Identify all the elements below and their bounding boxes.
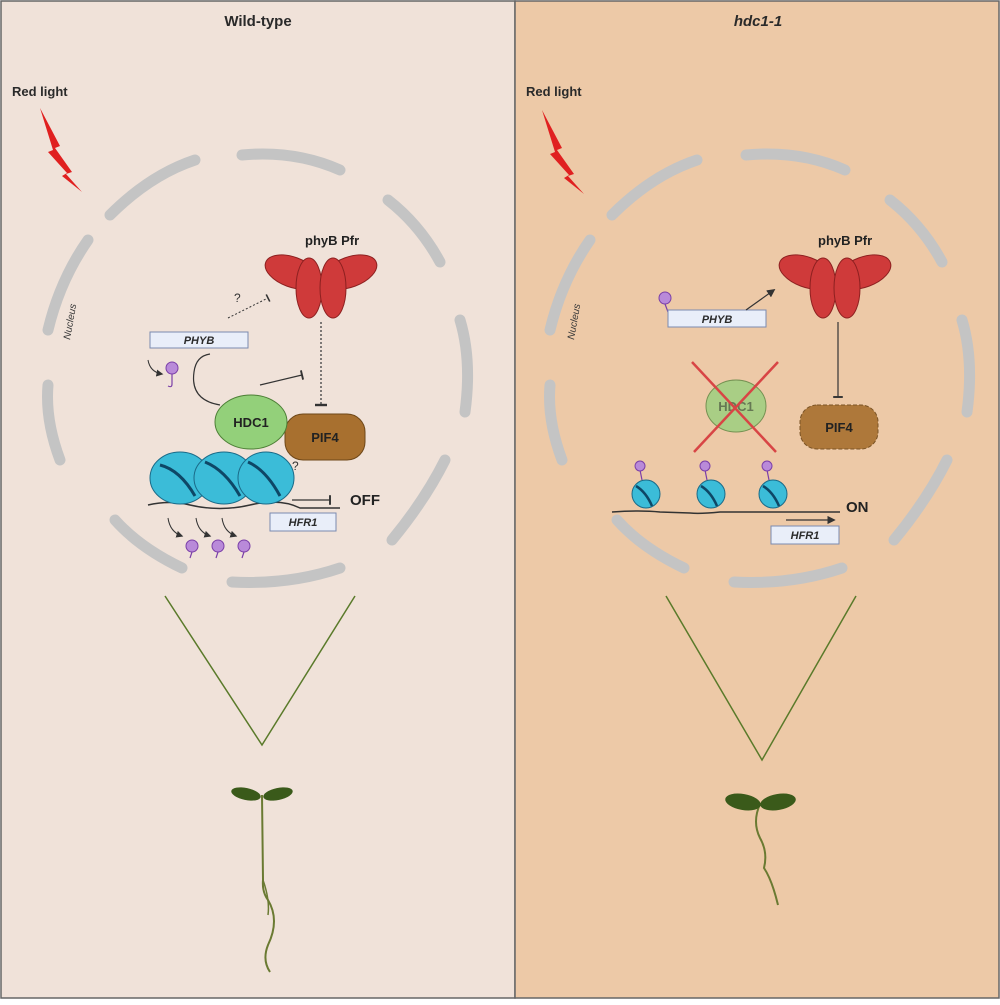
deacetylation-arrow-1	[147, 359, 164, 377]
seedling-icon	[231, 787, 293, 973]
pif4-label-mutant: PIF4	[825, 420, 853, 435]
acetyl-group-icon	[165, 361, 179, 388]
lightning-icon-mutant	[542, 110, 584, 194]
phyb-regulation-arrow	[227, 294, 271, 319]
zoom-lines	[164, 595, 356, 747]
phyb-gene-box	[149, 331, 249, 349]
phyb-pfr-protein	[264, 254, 378, 319]
wildtype-title: Wild-type	[224, 13, 291, 30]
hfr1-gene-box-mutant	[770, 525, 840, 545]
question-mark-1: ?	[234, 291, 241, 305]
nuclear-envelope-mutant	[544, 148, 976, 588]
phyb-pfr-label-mutant: phyB Pfr	[818, 233, 872, 248]
mutant-title: hdc1-1	[734, 13, 782, 30]
cross-icon	[691, 361, 779, 453]
zoom-lines-mutant	[665, 595, 857, 762]
hfr1-gene-label: HFR1	[289, 517, 318, 529]
mutant-group: hdc1-1 Red light Nucleus phyB Pfr	[526, 13, 976, 906]
phyb-gene-box-mutant	[667, 309, 767, 328]
pif4-protein	[284, 413, 366, 461]
lightning-icon	[40, 108, 82, 192]
hdc1-inhibition-arrow	[259, 370, 305, 386]
acetyl-removal-icons	[167, 517, 251, 559]
nucleosome-icon-mutant	[631, 460, 788, 509]
hfr1-gene-box	[269, 512, 337, 532]
nucleosome-icon	[149, 451, 295, 505]
acetyl-group-icon-mutant	[658, 291, 672, 313]
phyb-pfr-protein-mutant	[778, 254, 892, 319]
seedling-icon-mutant	[725, 793, 796, 906]
phyb-pfr-label: phyB Pfr	[305, 233, 359, 248]
dna-strand-mutant	[611, 510, 840, 515]
phyb-gene-label-mutant: PHYB	[702, 314, 733, 326]
phyb-expression-arrow	[745, 289, 776, 311]
question-mark-2: ?	[292, 459, 299, 473]
hdc1-label: HDC1	[233, 415, 268, 430]
phyb-gene-label: PHYB	[184, 335, 215, 347]
red-light-label: Red light	[12, 84, 68, 99]
pif4-label: PIF4	[311, 430, 339, 445]
on-state-label: ON	[846, 499, 869, 516]
nuclear-envelope	[42, 148, 474, 588]
pif4-protein-mutant	[799, 404, 879, 450]
off-state-label: OFF	[350, 492, 380, 509]
red-light-label-mutant: Red light	[526, 84, 582, 99]
hdc1-protein	[214, 394, 288, 450]
hdc1-phyb-inhibition	[192, 353, 221, 406]
hfr1-gene-label-mutant: HFR1	[791, 530, 820, 542]
